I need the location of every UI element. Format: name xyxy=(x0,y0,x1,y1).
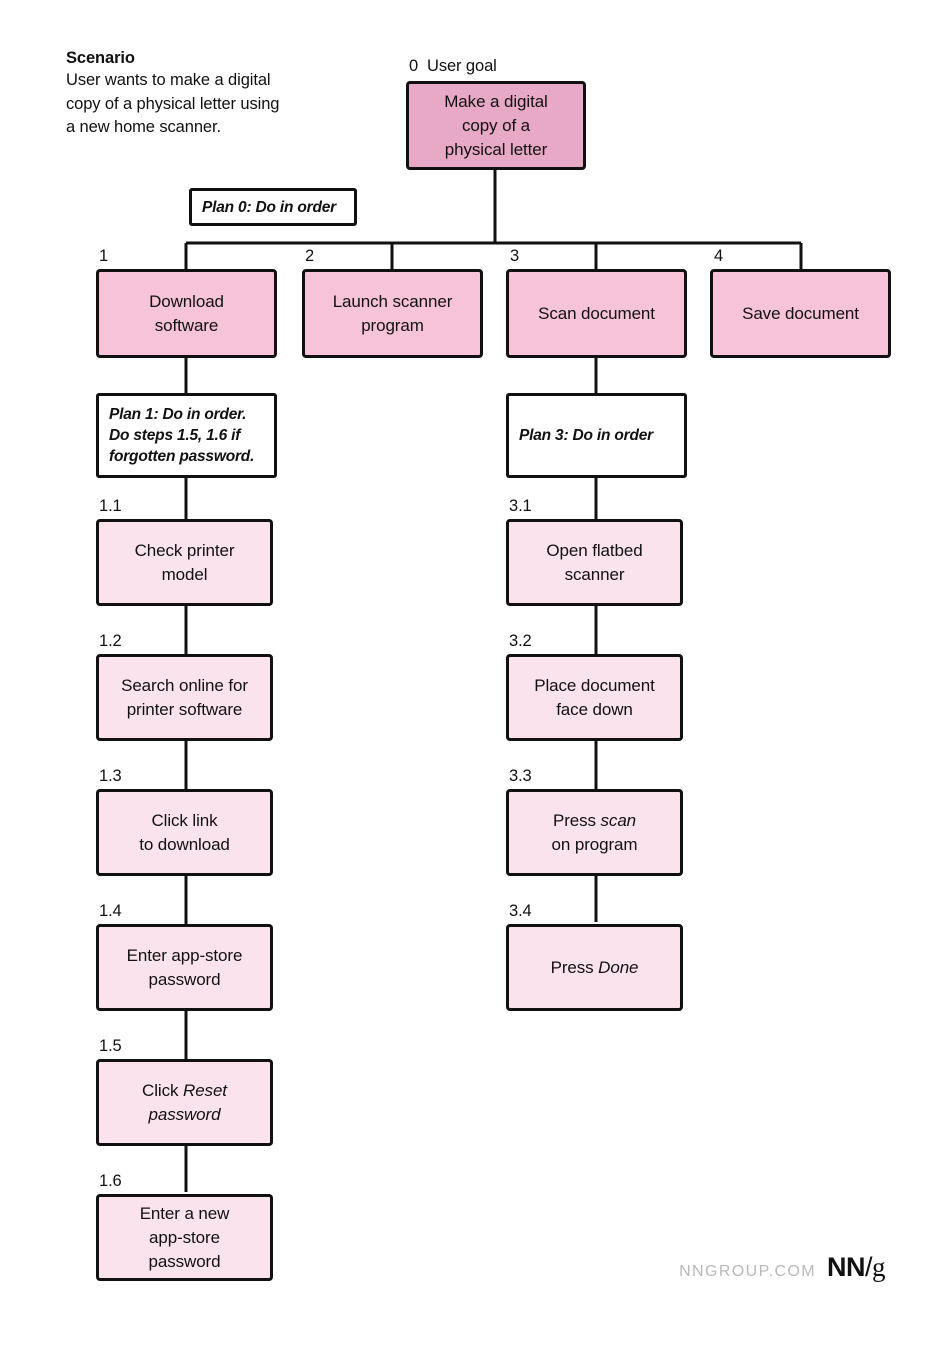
nng-logo-nn: NN xyxy=(826,1252,866,1282)
task-node-3[interactable]: Scan document xyxy=(506,269,687,358)
nngroup-url: NNGROUP.COM xyxy=(679,1263,816,1280)
task-index-4: 4 xyxy=(714,247,724,265)
task-node-label-text: Press xyxy=(552,810,601,830)
task-node-1-2[interactable]: Search online for printer software xyxy=(96,654,273,741)
task-node-label: Make a digital copy of a physical letter xyxy=(444,91,548,159)
task-node-label-tail: on program xyxy=(551,834,638,854)
scenario-block: Scenario User wants to make a digital co… xyxy=(66,48,396,140)
task-index-3-2: 3.2 xyxy=(509,632,532,650)
plan-box-3: Plan 3: Do in order xyxy=(506,393,687,478)
task-node-label-text: Click xyxy=(142,1080,184,1100)
task-node-3-2[interactable]: Place document face down xyxy=(506,654,683,741)
task-node-3-3[interactable]: Press scan on program xyxy=(506,789,683,876)
task-node-2[interactable]: Launch scanner program xyxy=(302,269,483,358)
task-index-3-4: 3.4 xyxy=(509,902,532,920)
task-index-1-1: 1.1 xyxy=(99,497,122,515)
task-index-1: 1 xyxy=(99,247,109,265)
task-index-3: 3 xyxy=(510,247,520,265)
task-node-3-4[interactable]: Press Done xyxy=(506,924,683,1011)
plan-box-1: Plan 1: Do in order. Do steps 1.5, 1.6 i… xyxy=(96,393,277,478)
task-index-3-1: 3.1 xyxy=(509,497,532,515)
task-node-label: Open flatbed scanner xyxy=(546,540,643,584)
task-index-1-5: 1.5 xyxy=(99,1037,122,1055)
task-node-1-3[interactable]: Click link to download xyxy=(96,789,273,876)
task-index-1-6: 1.6 xyxy=(99,1172,122,1190)
scenario-title: Scenario xyxy=(66,49,135,67)
plan-box-label: Plan 3: Do in order xyxy=(519,427,653,444)
task-node-1-6[interactable]: Enter a new app-store password xyxy=(96,1194,273,1281)
task-node-label: Enter app-store password xyxy=(126,945,243,989)
scenario-description: User wants to make a digital copy of a p… xyxy=(66,71,280,136)
task-node-1[interactable]: Download software xyxy=(96,269,277,358)
task-node-emphasis: Done xyxy=(598,957,639,977)
task-index-1-2: 1.2 xyxy=(99,632,122,650)
task-node-label: Save document xyxy=(742,303,859,323)
task-node-label-text: Press xyxy=(550,957,599,977)
goal-index-label: User goal xyxy=(427,57,497,75)
task-node-1-5[interactable]: Click Reset password xyxy=(96,1059,273,1146)
task-node-label: Click link to download xyxy=(139,810,230,854)
task-node-goal[interactable]: Make a digital copy of a physical letter xyxy=(406,81,586,170)
task-index-2: 2 xyxy=(305,247,315,265)
plan-box-label: Plan 0: Do in order xyxy=(202,198,336,216)
task-node-3-1[interactable]: Open flatbed scanner xyxy=(506,519,683,606)
task-node-label: Press Done xyxy=(551,956,639,980)
task-index-3-3: 3.3 xyxy=(509,767,532,785)
task-index-1-4: 1.4 xyxy=(99,902,122,920)
task-node-1-4[interactable]: Enter app-store password xyxy=(96,924,273,1011)
task-node-1-1[interactable]: Check printer model xyxy=(96,519,273,606)
nng-logo-slash: / xyxy=(864,1252,873,1282)
footer-branding: NNGROUP.COM NN/g xyxy=(660,1252,885,1292)
task-node-emphasis: scan xyxy=(600,810,637,830)
task-node-label: Press scan on program xyxy=(552,809,638,857)
task-node-label: Search online for printer software xyxy=(121,675,248,719)
task-node-4[interactable]: Save document xyxy=(710,269,891,358)
task-index-1-3: 1.3 xyxy=(99,767,122,785)
plan-box-0: Plan 0: Do in order xyxy=(189,188,357,226)
goal-index: 0 xyxy=(409,57,419,75)
task-node-label: Scan document xyxy=(538,303,655,323)
nng-logo: NN/g xyxy=(826,1252,886,1283)
task-node-label: Click Reset password xyxy=(142,1079,227,1127)
task-node-emphasis: Reset password xyxy=(148,1080,228,1124)
task-node-label: Enter a new app-store password xyxy=(139,1203,230,1271)
task-node-label: Check printer model xyxy=(134,540,235,584)
nng-logo-g: g xyxy=(872,1252,886,1282)
task-node-label: Launch scanner program xyxy=(332,291,453,335)
plan-box-label: Plan 1: Do in order. Do steps 1.5, 1.6 i… xyxy=(109,406,255,465)
task-node-label: Place document face down xyxy=(534,675,655,719)
task-node-label: Download software xyxy=(149,291,224,335)
